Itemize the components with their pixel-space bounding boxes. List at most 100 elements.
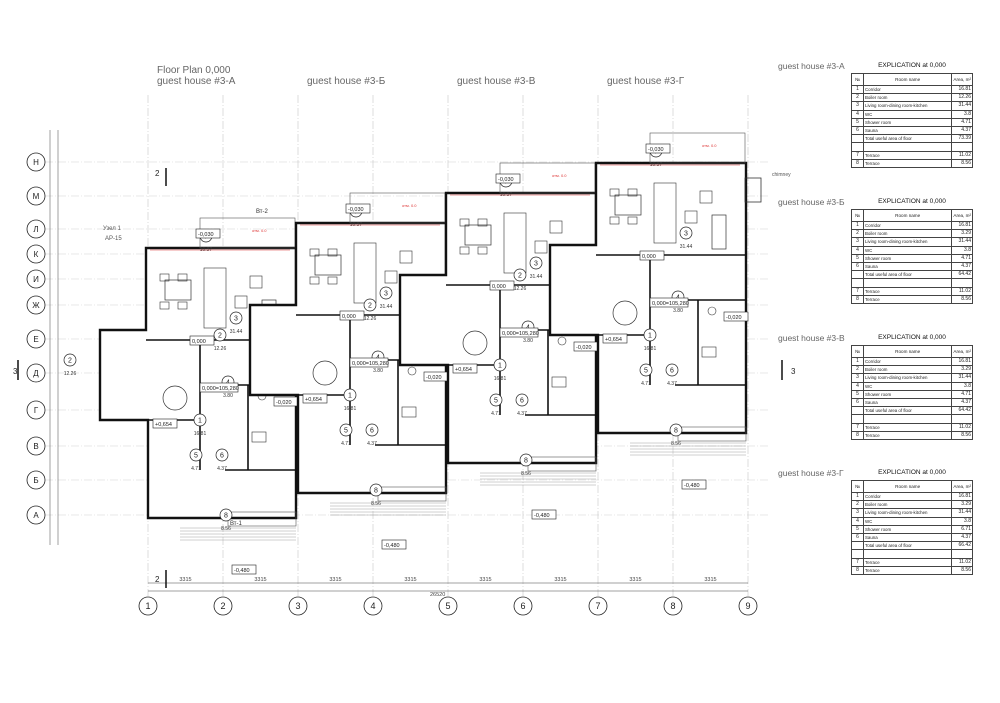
axis-label-col: 7: [595, 601, 600, 611]
chair: [177, 273, 188, 282]
level-mark-box: [489, 280, 515, 291]
sink: [701, 346, 717, 358]
plan-title: Floor Plan 0,000: [157, 65, 231, 76]
room-name: Boiler room: [862, 229, 953, 239]
axis-bubble-col: [288, 596, 308, 616]
walls: 116.81212.26331.4443.8054.7164.37710.378…: [63, 132, 749, 575]
level-mark-box: [639, 250, 665, 261]
room-area: 4.37: [517, 411, 527, 417]
room-number: 6: [851, 397, 864, 408]
expl-house-label-b: guest house #3-Б: [778, 197, 845, 207]
axis-bubble-row: [26, 244, 46, 264]
chair: [609, 188, 620, 197]
level-mark: 0,000: [342, 314, 356, 320]
room-area: 3.8: [951, 245, 973, 255]
explication-table-g: EXPLICATION at 0,000 № Room name Area, m…: [851, 469, 973, 575]
room-area: 4.37: [951, 261, 973, 272]
room-number: 6: [220, 453, 224, 460]
room-number: 8: [851, 158, 864, 168]
chair: [159, 273, 170, 282]
room-area: 3.8: [951, 516, 973, 526]
room-number: 1: [851, 491, 864, 502]
red-annotation-text: отм. 0.0: [702, 143, 717, 148]
room-area: 31.44: [951, 237, 973, 247]
explication-table-v: EXPLICATION at 0,000 № Room name Area, m…: [851, 334, 973, 440]
chair: [159, 301, 170, 310]
room-number-bubble: [529, 256, 543, 270]
chair: [309, 248, 320, 257]
room-number: 5: [344, 428, 348, 435]
level-mark-box: [231, 564, 257, 575]
axis-bubble-row: [26, 363, 46, 383]
room-number: 2: [851, 229, 864, 239]
room-name: Corridor: [862, 220, 953, 231]
room-number: 8: [674, 428, 678, 435]
axis-label-row: Е: [33, 335, 38, 344]
level-mark-box: [649, 297, 689, 308]
room-area: 4.71: [191, 466, 201, 472]
room-name: Living room-dining room-kitchen: [862, 237, 953, 247]
level-mark: 0,000: [492, 284, 506, 290]
room-area: 8.56: [951, 294, 973, 304]
room-area: 31.44: [951, 373, 973, 383]
room-number: 2: [851, 500, 864, 510]
room-area: 3.29: [951, 500, 973, 510]
axis-label-col: 6: [520, 601, 525, 611]
level-mark-box: [452, 363, 478, 374]
room-number: 2: [68, 358, 72, 365]
axis-bubble-col: [138, 596, 158, 616]
explication-row: [851, 549, 973, 559]
axis-label-row: М: [33, 192, 40, 201]
level-mark: -0,020: [276, 400, 292, 406]
room-area: 16.81: [951, 84, 973, 95]
level-mark: -0,020: [576, 345, 592, 351]
room-number: 7: [851, 286, 864, 296]
room-area: 12.26: [951, 93, 973, 103]
room-area: 31.44: [380, 304, 393, 310]
level-mark: 0,000=105,280: [502, 331, 539, 337]
room-area: 11.02: [951, 422, 973, 432]
explication-table-a: EXPLICATION at 0,000 № Room name Area, m…: [851, 62, 973, 168]
room-number: 2: [851, 93, 864, 103]
level-mark-box: [195, 228, 221, 239]
armchair: [234, 295, 248, 309]
col-name: Room name: [862, 73, 953, 86]
level-mark: 0,000=105,280: [352, 361, 389, 367]
expl-house-label-v: guest house #3-В: [778, 333, 845, 343]
axis-bubble-row: [26, 186, 46, 206]
axis-label-row: Б: [33, 476, 38, 485]
room-number: 1: [851, 220, 864, 231]
room-number: 6: [851, 261, 864, 272]
room-number: 6: [851, 532, 864, 543]
room-area: 4.37: [667, 381, 677, 387]
room-name: Living room-dining room-kitchen: [862, 101, 953, 111]
armchair: [699, 190, 713, 204]
room-area: 3.29: [951, 365, 973, 375]
room-number: [851, 541, 864, 551]
room-area: [951, 414, 973, 424]
chair: [477, 246, 488, 255]
armchair: [534, 240, 548, 254]
room-area: 3.80: [373, 368, 383, 374]
room-number: 7: [851, 422, 864, 432]
room-name: Corridor: [862, 356, 953, 367]
room-number: 3: [851, 237, 864, 247]
level-mark: -0,480: [684, 483, 700, 489]
col-area: Area, m²: [951, 345, 973, 358]
expl-house-label-g: guest house #3-Г: [778, 468, 844, 478]
level-mark-box: [339, 310, 365, 321]
room-number: [851, 270, 864, 280]
room-name: Total useful area of floor: [862, 270, 953, 280]
room-area: 8.56: [951, 430, 973, 440]
room-number: 4: [851, 109, 864, 119]
section-mark-bottom: 2: [155, 575, 160, 584]
room-name: Terrace: [862, 158, 953, 168]
